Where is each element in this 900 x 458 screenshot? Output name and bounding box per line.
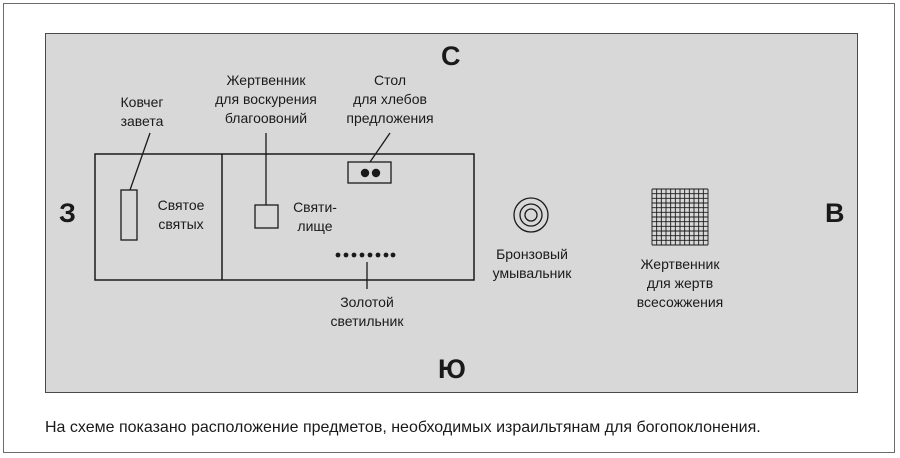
laver-shape	[513, 197, 549, 233]
ark-shape	[120, 189, 138, 241]
lampstand-shape	[335, 252, 396, 258]
direction-east: В	[825, 198, 845, 228]
label-incense-altar: Жертвенник для воскурения благоовоний	[215, 72, 317, 126]
direction-south: Ю	[438, 354, 466, 384]
table-shape	[347, 161, 392, 184]
table-pointer	[369, 132, 391, 163]
figure-caption: На схеме показано расположение предметов…	[45, 419, 761, 436]
label-table: Стол для хлебов предложения	[346, 72, 434, 126]
tabernacle-diagram	[45, 33, 858, 393]
table-bread-2	[371, 168, 381, 178]
burnt-altar-shape	[651, 188, 709, 246]
ark-pointer	[129, 132, 151, 191]
incense-altar-shape	[254, 204, 279, 229]
label-holy-place: Святи- лище	[293, 199, 337, 234]
label-holy-of-holies: Святое святых	[157, 197, 205, 232]
label-burnt-altar: Жертвенник для жертв всесожжения	[636, 256, 724, 310]
label-laver: Бронзовый умывальник	[492, 246, 572, 281]
label-lampstand: Золотой светильник	[330, 294, 404, 329]
label-ark: Ковчег завета	[120, 94, 164, 129]
table-bread-1	[360, 168, 370, 178]
direction-west: З	[59, 198, 76, 228]
tabernacle-outline	[94, 153, 475, 281]
direction-north: С	[441, 41, 461, 71]
